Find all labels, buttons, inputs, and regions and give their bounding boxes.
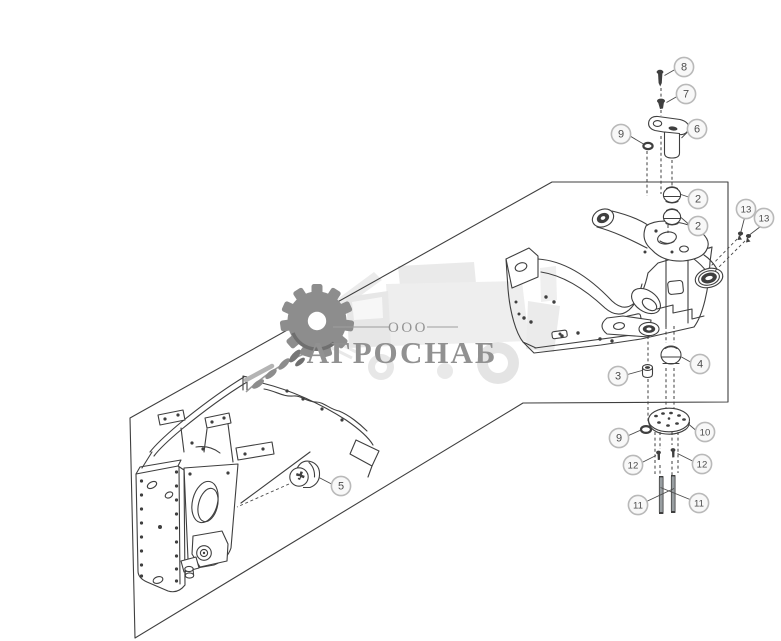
svg-text:9: 9 [618, 129, 624, 141]
svg-text:13: 13 [741, 205, 752, 216]
svg-text:2: 2 [695, 194, 701, 206]
callout-12: 12 [691, 453, 713, 475]
svg-text:5: 5 [338, 481, 344, 493]
watermark-company-name: АГРОСНАБ [307, 335, 498, 370]
frame-rivet-dots [514, 250, 674, 343]
assembly-axis-lines [646, 88, 679, 476]
svg-text:6: 6 [694, 124, 700, 136]
plate-bolt-dots [139, 470, 230, 583]
watermark-streak [243, 363, 275, 383]
callout-labels: 8 7 6 9 2 2 13 13 4 3 10 9 12 12 11 11 5 [330, 56, 775, 516]
part-2-bushing-lower [662, 208, 682, 226]
callout-10: 10 [694, 421, 716, 443]
svg-text:4: 4 [697, 359, 703, 371]
svg-text:13: 13 [759, 214, 770, 225]
watermark-tractor-silhouette [299, 262, 560, 384]
part-10-retainer-plate [647, 407, 691, 435]
svg-text:12: 12 [628, 461, 639, 472]
callout-8: 8 [673, 56, 695, 78]
callout-11: 11 [627, 494, 649, 516]
svg-text:11: 11 [633, 501, 643, 512]
part-12-screws [656, 448, 676, 460]
callout-9: 9 [610, 123, 632, 145]
part-2-bushing-upper [662, 186, 682, 204]
diagram-border [129, 181, 729, 639]
part-9-retainer-bottom [639, 425, 653, 435]
callout-6: 6 [686, 118, 708, 140]
part-4-bushing [660, 345, 682, 365]
leader-lines [236, 69, 761, 508]
part-5-rubber-mount [289, 460, 321, 489]
svg-text:9: 9 [616, 433, 622, 445]
callout-5: 5 [330, 475, 352, 497]
part-3-nut [641, 364, 654, 379]
lower-frame-drawing [135, 375, 380, 593]
callout-13: 13 [753, 207, 775, 229]
svg-text:10: 10 [700, 428, 711, 439]
rail-rivet-dots [163, 389, 344, 456]
svg-text:12: 12 [697, 460, 708, 471]
svg-text:11: 11 [694, 499, 704, 510]
part-9-retainer-top [642, 141, 654, 151]
svg-text:7: 7 [683, 89, 689, 101]
callout-4: 4 [689, 353, 711, 375]
part-7-fitting [657, 98, 665, 109]
part-8-screw [656, 69, 664, 87]
callout-9: 9 [608, 427, 630, 449]
callout-2: 2 [687, 215, 709, 237]
callout-7: 7 [675, 83, 697, 105]
part-6-pivot-pin [648, 115, 690, 159]
watermark-ooo-text: ООО [388, 320, 428, 336]
callout-3: 3 [607, 365, 629, 387]
callout-13: 13 [735, 198, 757, 220]
svg-text:8: 8 [681, 62, 687, 74]
svg-text:3: 3 [615, 371, 621, 383]
callout-12: 12 [622, 454, 644, 476]
callout-11: 11 [688, 492, 710, 514]
watermark: ООО АГРОСНАБ [243, 284, 498, 393]
hardware-parts [289, 69, 752, 514]
svg-text:2: 2 [695, 221, 701, 233]
watermark-gear-icon [279, 284, 355, 358]
callout-2: 2 [687, 188, 709, 210]
